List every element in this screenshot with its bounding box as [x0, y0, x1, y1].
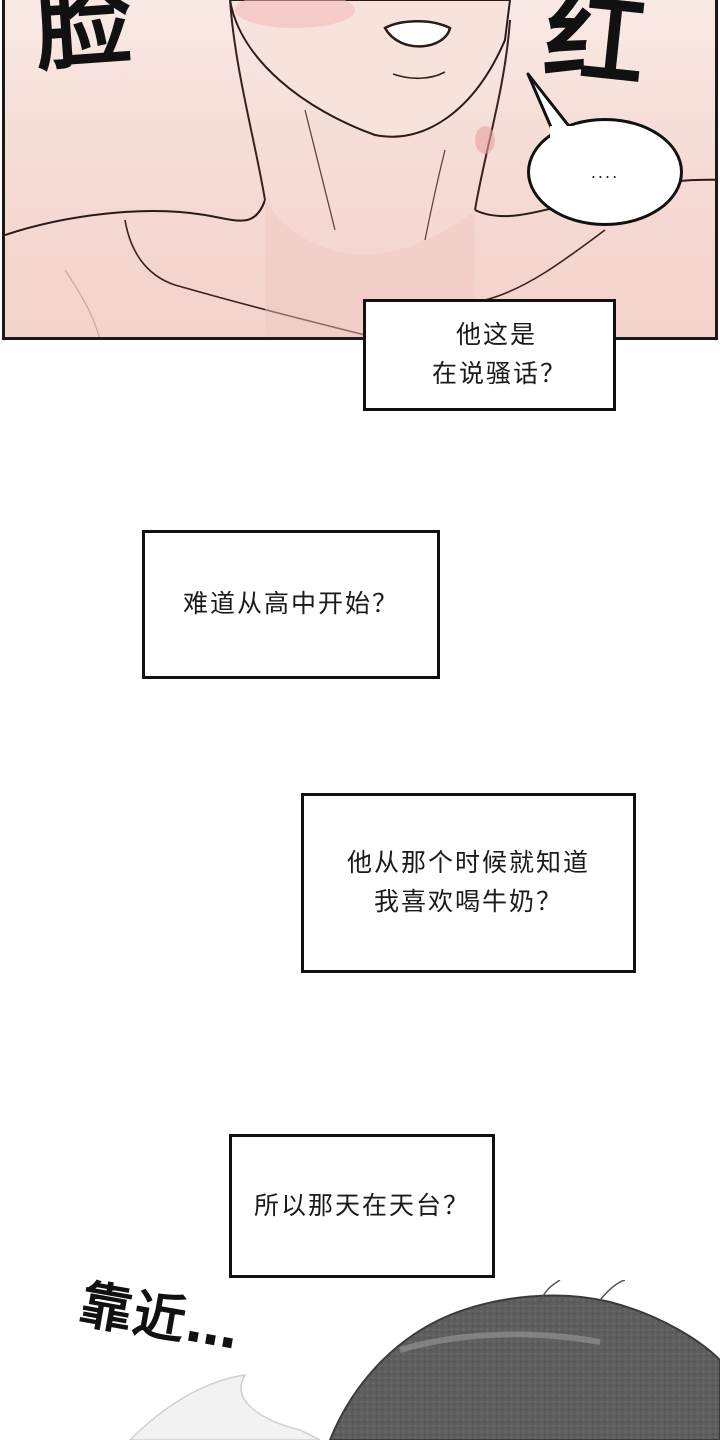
narration-line: 他从那个时候就知道 — [346, 848, 590, 878]
speech-bubble-tail — [526, 72, 576, 138]
narration-box-1: 他这是 在说骚话？ — [363, 299, 616, 411]
narration-line: 所以那天在天台？ — [253, 1190, 470, 1220]
sfx-face-text: 脸 — [31, 0, 135, 86]
narration-line: 在说骚话？ — [431, 359, 567, 388]
narration-line: 难道从高中开始？ — [182, 589, 399, 619]
narration-line: 我喜欢喝牛奶？ — [373, 887, 563, 916]
narration-box-2: 难道从高中开始？ — [142, 530, 440, 679]
narration-line: 他这是 — [455, 320, 537, 350]
narration-box-3: 他从那个时候就知道 我喜欢喝牛奶？ — [301, 793, 636, 973]
bottom-hair-art — [128, 1280, 720, 1440]
narration-box-4: 所以那天在天台？ — [229, 1134, 495, 1278]
